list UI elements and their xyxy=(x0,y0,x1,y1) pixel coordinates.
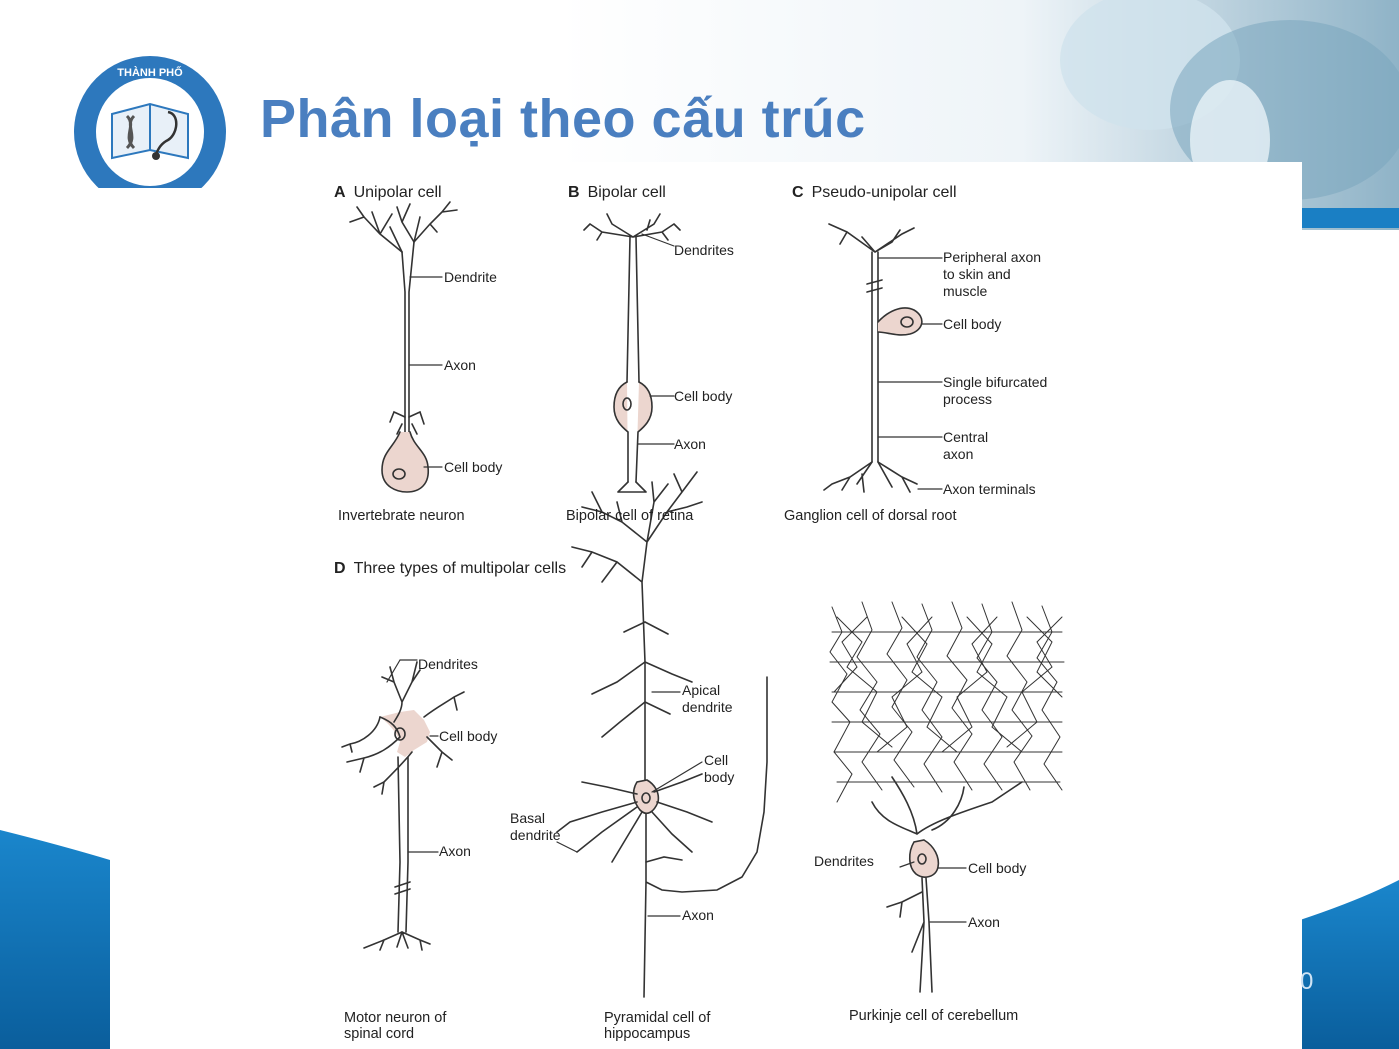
label-purkinje-dendrites: Dendrites xyxy=(814,853,874,869)
panel-b-header: B Bipolar cell xyxy=(568,184,666,202)
panel-a-title: Unipolar cell xyxy=(353,184,442,201)
label-c-cell-body: Cell body xyxy=(943,316,1002,332)
label-b-axon: Axon xyxy=(674,436,706,452)
label-purkinje-cell-body: Cell body xyxy=(968,860,1027,876)
university-logo: THÀNH PHỐ xyxy=(72,54,232,188)
footer-wave-left xyxy=(0,830,110,1049)
book-dna-stethoscope-icon: THÀNH PHỐ xyxy=(74,56,226,188)
panel-a-letter: A xyxy=(334,184,346,201)
label-c-central-axon: Central axon xyxy=(943,429,989,462)
label-purkinje-axon: Axon xyxy=(968,914,1000,930)
panel-d-title: Three types of multipolar cells xyxy=(353,560,567,577)
panel-c-header: C Pseudo-unipolar cell xyxy=(792,184,957,202)
label-pyramidal-apical: Apical dendrite xyxy=(682,682,733,715)
label-motor-cell-body: Cell body xyxy=(439,728,498,744)
panel-c-title: Pseudo-unipolar cell xyxy=(811,184,957,201)
label-b-dendrites: Dendrites xyxy=(674,242,734,258)
panel-d-header: D Three types of multipolar cells xyxy=(334,560,566,578)
pseudo-unipolar-neuron-drawing xyxy=(823,223,943,493)
label-pyramidal-basal: Basal dendrite xyxy=(510,810,561,843)
label-a-axon: Axon xyxy=(444,357,476,373)
label-a-dendrite: Dendrite xyxy=(444,269,497,285)
neuron-classification-figure: A Unipolar cell B Bipolar cell C Pseudo-uni… xyxy=(302,162,1302,1049)
caption-purkinje: Purkinje cell of cerebellum xyxy=(849,1008,1019,1024)
label-c-axon-terminals: Axon terminals xyxy=(943,481,1036,497)
unipolar-neuron-drawing xyxy=(349,201,458,493)
caption-c: Ganglion cell of dorsal root xyxy=(784,508,957,524)
caption-motor: Motor neuron of spinal cord xyxy=(344,1010,447,1042)
panel-d-letter: D xyxy=(334,560,346,577)
label-pyramidal-cell-body: Cell body xyxy=(704,752,735,785)
label-pyramidal-axon: Axon xyxy=(682,907,714,923)
label-c-peripheral-axon: Peripheral axon to skin and muscle xyxy=(943,249,1042,299)
panel-b-letter: B xyxy=(568,184,580,201)
header-blue-stripe xyxy=(1302,208,1399,228)
neuron-drawings xyxy=(341,201,1065,998)
label-a-cell-body: Cell body xyxy=(444,459,503,475)
label-c-single-process: Single bifurcated process xyxy=(943,374,1048,407)
slide-title: Phân loại theo cấu trúc xyxy=(260,89,866,149)
caption-b: Bipolar cell of retina xyxy=(566,508,694,524)
pyramidal-neuron-drawing xyxy=(556,471,768,998)
panel-c-letter: C xyxy=(792,184,804,201)
label-motor-axon: Axon xyxy=(439,843,471,859)
panel-b-title: Bipolar cell xyxy=(587,184,666,201)
purkinje-neuron-drawing xyxy=(829,601,1065,993)
label-b-cell-body: Cell body xyxy=(674,388,733,404)
slide-number: 0 xyxy=(1300,968,1314,995)
bipolar-neuron-drawing xyxy=(583,213,681,493)
caption-a: Invertebrate neuron xyxy=(338,508,465,524)
label-motor-dendrites: Dendrites xyxy=(418,656,478,672)
caption-pyramidal: Pyramidal cell of hippocampus xyxy=(604,1010,711,1042)
svg-text:THÀNH PHỐ: THÀNH PHỐ xyxy=(117,65,183,79)
panel-a-header: A Unipolar cell xyxy=(334,184,442,202)
motor-neuron-drawing xyxy=(341,659,465,951)
footer-wave-right xyxy=(1300,880,1399,1049)
